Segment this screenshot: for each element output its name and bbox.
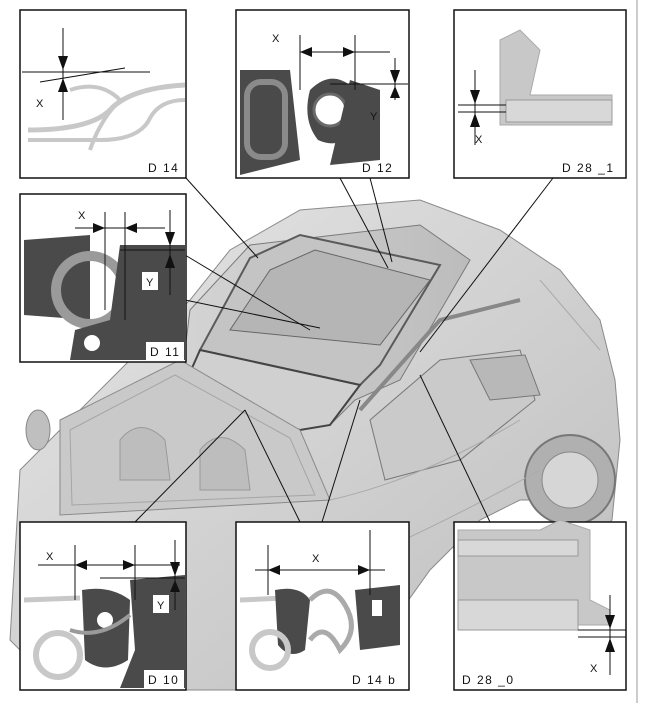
detail-label: D 11 [150, 345, 180, 359]
detail-label: D 14 b [352, 673, 396, 687]
dim-x-label: X [272, 33, 280, 45]
detail-label: D 12 [362, 161, 393, 175]
dim-y-label: Y [370, 111, 378, 123]
detail-d28-1: X D 28 _1 [453, 9, 627, 179]
detail-d28-0: X D 28 _0 [453, 519, 627, 691]
detail-d14: X D 14 [19, 9, 187, 179]
dim-x-label: X [36, 98, 44, 110]
detail-label: D 28 _0 [462, 673, 515, 687]
detail-d11: X Y D 11 [19, 193, 187, 363]
dim-y-label: Y [157, 600, 165, 612]
dim-x-label: X [475, 134, 483, 146]
dim-x-label: X [590, 663, 598, 675]
detail-d12: X Y D 12 [235, 9, 410, 179]
dim-x-label: X [46, 551, 54, 563]
detail-d10: X Y D 10 [19, 521, 187, 691]
detail-label: D 10 [148, 673, 179, 687]
dim-x-label: X [312, 553, 320, 565]
dim-y-label: Y [146, 277, 154, 289]
detail-d14b: X D 14 b [235, 521, 410, 691]
dim-x-label: X [78, 210, 86, 222]
leader-lines [134, 177, 554, 523]
detail-label: D 14 [148, 161, 179, 175]
detail-label: D 28 _1 [562, 161, 615, 175]
